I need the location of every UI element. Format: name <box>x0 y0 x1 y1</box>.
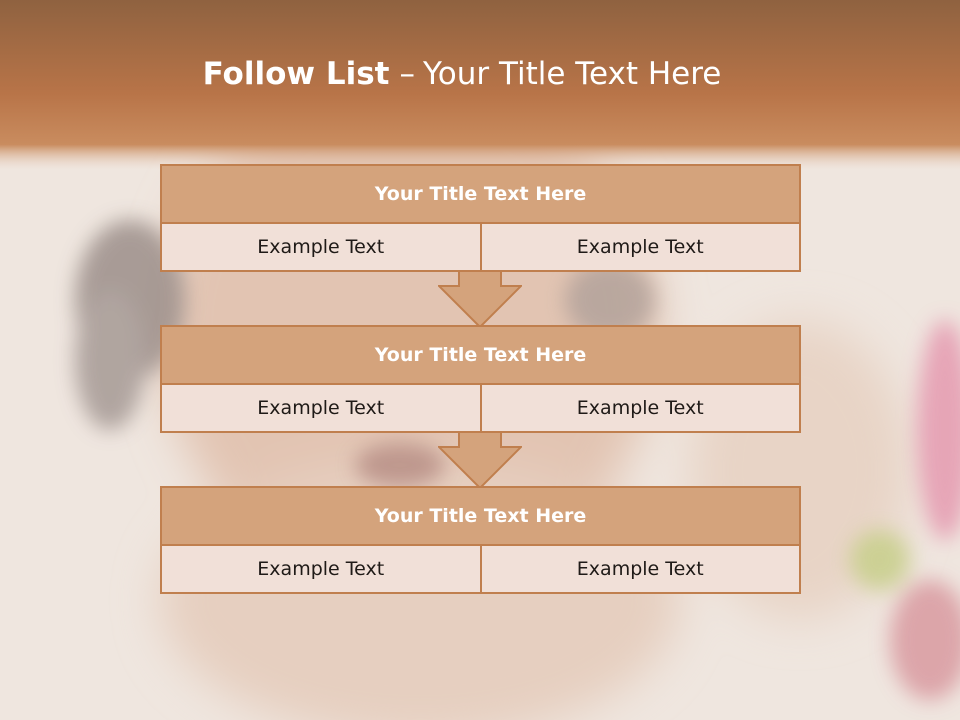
step-cell-right: Example Text <box>479 224 800 270</box>
step-title: Your Title Text Here <box>162 488 799 546</box>
step-block: Your Title Text Here Example Text Exampl… <box>160 164 801 272</box>
step-title: Your Title Text Here <box>162 327 799 385</box>
title-separator: – <box>399 56 415 92</box>
step-row: Example Text Example Text <box>162 224 799 270</box>
down-arrow-icon <box>438 270 522 328</box>
step-cell-left: Example Text <box>257 236 385 258</box>
step-cell-left: Example Text <box>257 397 385 419</box>
step-block: Your Title Text Here Example Text Exampl… <box>160 325 801 433</box>
step-row: Example Text Example Text <box>162 385 799 431</box>
step-cell-right: Example Text <box>479 546 800 592</box>
step-row: Example Text Example Text <box>162 546 799 592</box>
step-title: Your Title Text Here <box>162 166 799 224</box>
step-block: Your Title Text Here Example Text Exampl… <box>160 486 801 594</box>
step-cell-left: Example Text <box>257 558 385 580</box>
title-bold: Follow List <box>202 56 390 92</box>
step-cell-right: Example Text <box>479 385 800 431</box>
slide-title: Follow List–Your Title Text Here <box>0 56 942 92</box>
down-arrow-icon <box>438 431 522 489</box>
title-rest: Your Title Text Here <box>422 56 722 92</box>
